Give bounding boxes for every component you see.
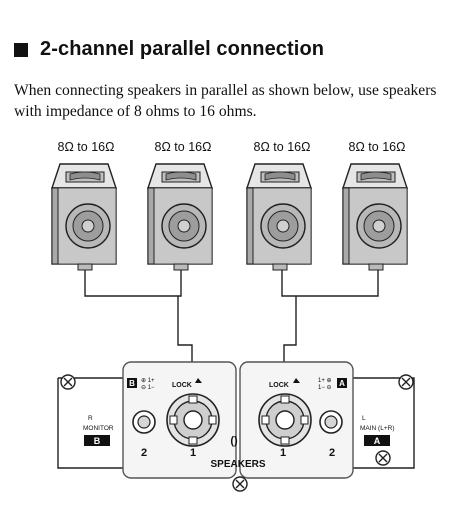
- screw-top-left-icon: [60, 374, 76, 390]
- section-heading: 2-channel parallel connection: [14, 38, 324, 61]
- lock-arrow-left-icon: [195, 378, 202, 383]
- left-side-badge: [84, 435, 110, 446]
- speakers-label: SPEAKERS: [210, 459, 265, 470]
- connector-a-badge: [337, 378, 347, 388]
- center-divider-mark: (): [230, 435, 238, 447]
- speaker-1-impedance-label: 8Ω to 16Ω: [58, 140, 115, 154]
- panel-right-frame: [353, 377, 415, 469]
- screw-bottom-center-icon: [232, 476, 248, 492]
- speakon-connector-b-icon: [166, 393, 220, 447]
- left-side-line2: MONITOR: [83, 425, 114, 432]
- phone-jack-a-icon: [319, 410, 343, 434]
- left-jack-number: 2: [141, 447, 147, 459]
- speaker-2-impedance-label: 8Ω to 16Ω: [155, 140, 212, 154]
- right-side-badge-letter: A: [374, 436, 381, 446]
- speaker-4-impedance-label: 8Ω to 16Ω: [349, 140, 406, 154]
- section-title: 2-channel parallel connection: [40, 38, 325, 60]
- right-speakon-number: 1: [280, 447, 286, 459]
- right-side-line1: L: [362, 415, 366, 422]
- section-description: When connecting speakers in parallel as …: [14, 82, 437, 120]
- lock-label-left: LOCK: [172, 382, 192, 389]
- speaker-1-icon: [51, 163, 117, 271]
- connector-b-pins-minus: ⊖ 1−: [141, 385, 155, 391]
- speaker-3-icon: [246, 163, 312, 271]
- connector-a-pins: 1+ ⊕: [318, 378, 332, 384]
- connector-b-pins: ⊕ 1+: [141, 378, 155, 384]
- phone-jack-b-icon: [132, 410, 156, 434]
- connector-a-pins-minus: 1− ⊖: [318, 385, 332, 391]
- connector-b-badge-letter: B: [129, 379, 135, 388]
- connector-a-badge-letter: A: [339, 379, 345, 388]
- left-speakon-number: 1: [190, 447, 196, 459]
- right-side-line2: MAIN (L+R): [360, 425, 395, 432]
- screw-top-right-icon: [398, 374, 414, 390]
- screw-bottom-right-icon: [375, 450, 391, 466]
- speaker-4-icon: [342, 163, 408, 271]
- speaker-3-impedance-label: 8Ω to 16Ω: [254, 140, 311, 154]
- speakon-connector-a-icon: [258, 393, 312, 447]
- left-side-line1: R: [88, 415, 93, 422]
- lock-arrow-right-icon: [293, 378, 300, 383]
- speaker-2-icon: [147, 163, 213, 271]
- heading-bullet-square: [14, 42, 28, 57]
- right-side-badge: [364, 435, 390, 446]
- connector-b-badge: [127, 378, 137, 388]
- left-side-badge-letter: B: [94, 436, 101, 446]
- lock-label-right: LOCK: [269, 382, 289, 389]
- right-jack-number: 2: [329, 447, 335, 459]
- panel-left-frame: [57, 377, 123, 469]
